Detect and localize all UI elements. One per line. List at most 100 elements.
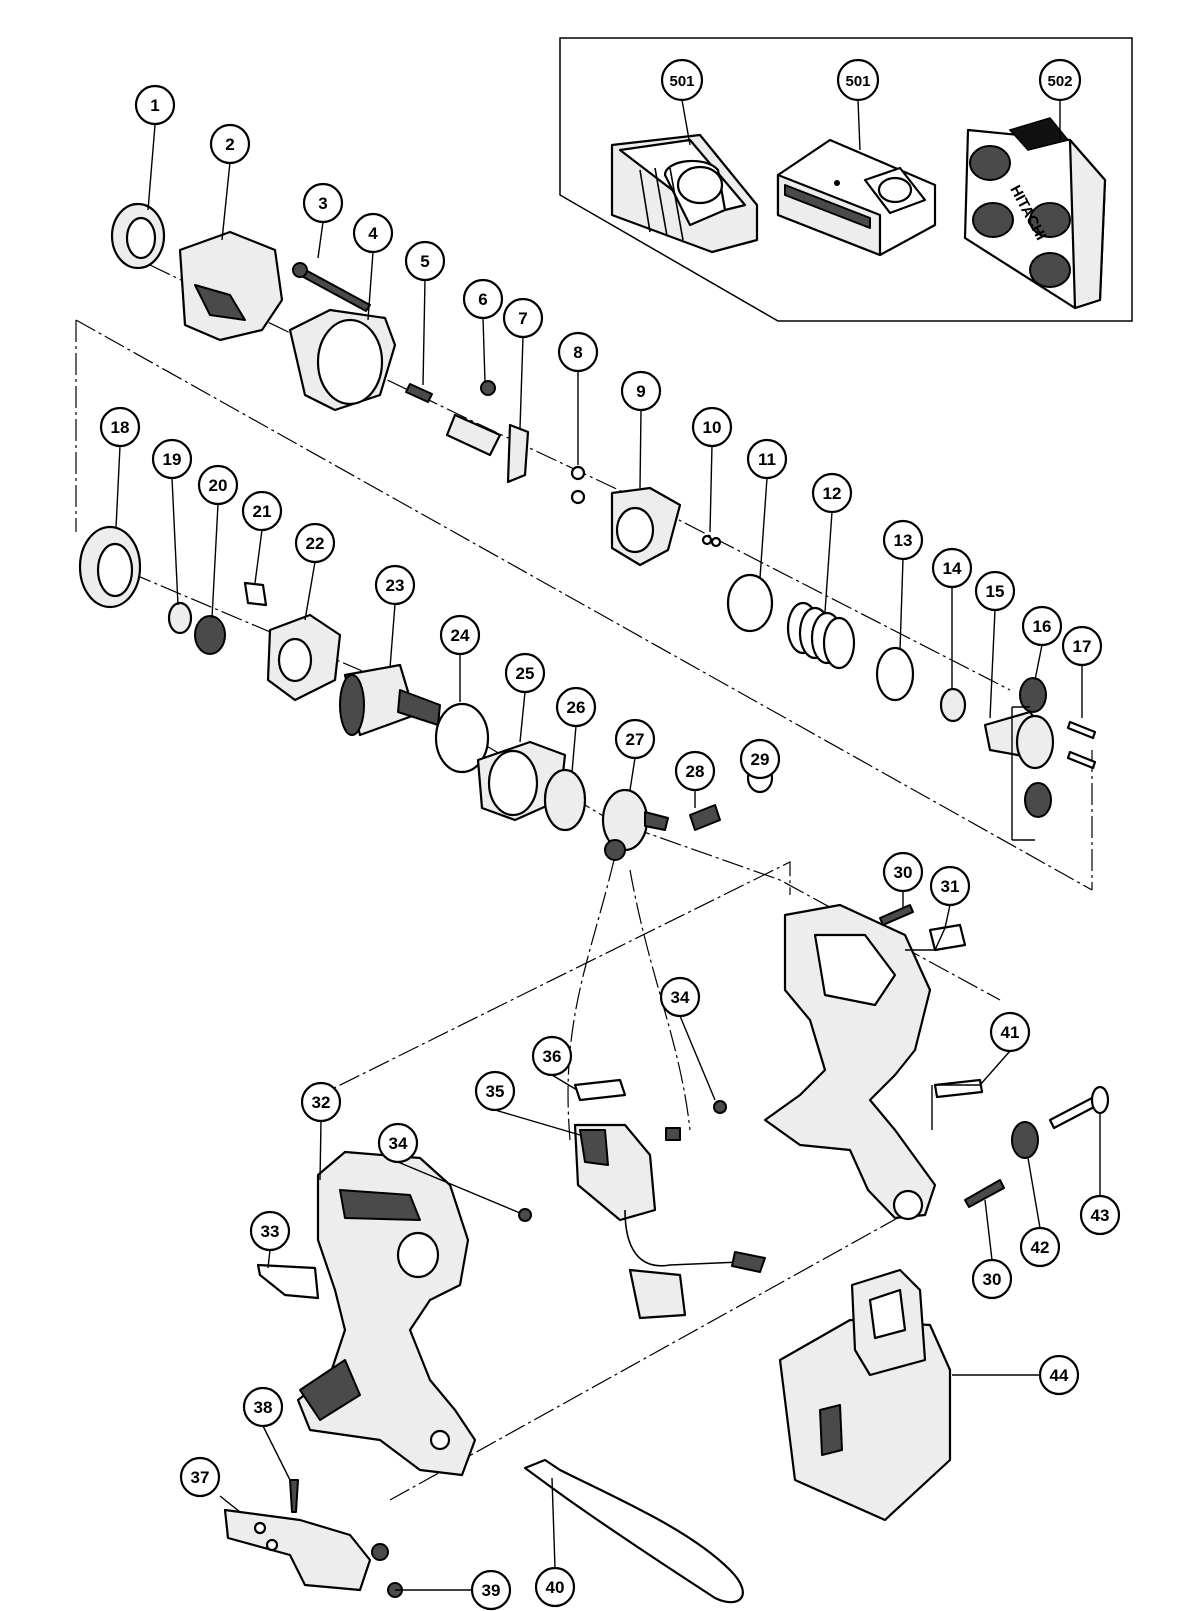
svg-text:8: 8 xyxy=(573,343,582,362)
callout-44: 44 xyxy=(1038,1354,1080,1396)
part-20-bearing xyxy=(194,615,226,655)
part-16-idle-gear-lower xyxy=(1024,782,1052,818)
part-10-ball-a xyxy=(701,534,713,546)
charger-501-left xyxy=(610,133,759,254)
part-16-idle-gear-upper xyxy=(1019,677,1047,713)
callout-6: 6 xyxy=(462,278,504,320)
callout-13: 13 xyxy=(882,519,924,561)
switch-terminal xyxy=(665,1127,681,1141)
part-27-brush-holder xyxy=(601,788,669,861)
svg-text:28: 28 xyxy=(686,762,705,781)
svg-text:33: 33 xyxy=(261,1222,280,1241)
callout-16: 16 xyxy=(1021,605,1063,647)
callout-24: 24 xyxy=(439,614,481,656)
svg-text:34: 34 xyxy=(671,988,690,1007)
part-42-knob xyxy=(1011,1121,1039,1159)
svg-text:502: 502 xyxy=(1047,73,1072,90)
part-43-bolt xyxy=(1048,1096,1098,1130)
svg-text:7: 7 xyxy=(518,309,527,328)
part-1-nose-ring xyxy=(110,202,166,270)
svg-text:6: 6 xyxy=(478,290,487,309)
leader-lines xyxy=(115,99,1101,1591)
svg-text:501: 501 xyxy=(669,73,694,90)
part-10-ball-b xyxy=(710,536,722,548)
part-4-hammer-case xyxy=(288,308,397,412)
callout-34-lower: 34 xyxy=(377,1122,419,1164)
callout-9: 9 xyxy=(620,370,662,412)
part-15-spindle xyxy=(983,710,1055,770)
callout-12: 12 xyxy=(811,472,853,514)
callout-33: 33 xyxy=(249,1210,291,1252)
svg-text:37: 37 xyxy=(191,1468,210,1487)
part-22-gear-case xyxy=(266,613,342,702)
svg-text:17: 17 xyxy=(1073,637,1092,656)
callout-43: 43 xyxy=(1079,1194,1121,1236)
callout-42: 42 xyxy=(1019,1226,1061,1268)
svg-text:23: 23 xyxy=(386,576,405,595)
part-12-spring xyxy=(786,601,856,670)
svg-text:20: 20 xyxy=(209,476,228,495)
callout-3: 3 xyxy=(302,182,344,224)
svg-text:13: 13 xyxy=(894,531,913,550)
svg-text:15: 15 xyxy=(986,582,1005,601)
svg-text:35: 35 xyxy=(486,1082,505,1101)
callout-2: 2 xyxy=(209,123,251,165)
svg-text:11: 11 xyxy=(758,450,776,469)
svg-text:22: 22 xyxy=(306,534,325,553)
svg-text:32: 32 xyxy=(312,1093,331,1112)
callout-26: 26 xyxy=(555,686,597,728)
part-11-washer xyxy=(726,573,774,633)
callout-29: 29 xyxy=(739,738,781,780)
part-37-hook xyxy=(223,1508,389,1592)
svg-text:30: 30 xyxy=(983,1270,1002,1289)
part-2-front-cover xyxy=(178,230,284,342)
svg-text:14: 14 xyxy=(943,559,962,578)
callout-27: 27 xyxy=(614,718,656,760)
part-43-bolt-head xyxy=(1090,1085,1110,1115)
svg-text:44: 44 xyxy=(1050,1366,1069,1385)
part-26-fan-guide xyxy=(543,768,587,832)
callout-20: 20 xyxy=(197,464,239,506)
svg-text:2: 2 xyxy=(225,135,234,154)
callout-30-upper: 30 xyxy=(882,851,924,893)
part-14-ring xyxy=(939,687,967,723)
callout-17: 17 xyxy=(1061,625,1103,667)
part-38-screw xyxy=(289,1479,299,1513)
callout-28: 28 xyxy=(674,750,716,792)
svg-text:29: 29 xyxy=(751,750,770,769)
part-8-steel-ball-b xyxy=(570,489,586,505)
svg-text:4: 4 xyxy=(368,224,378,243)
svg-text:42: 42 xyxy=(1031,1238,1050,1257)
svg-text:21: 21 xyxy=(253,502,272,521)
part-30-screw-lower xyxy=(964,1179,1005,1208)
charger-501-right xyxy=(776,138,937,257)
callout-38: 38 xyxy=(242,1386,284,1428)
svg-text:9: 9 xyxy=(636,382,645,401)
part-19-washer xyxy=(167,601,193,635)
svg-text:38: 38 xyxy=(254,1398,273,1417)
axis-frame-diag xyxy=(75,319,1093,891)
housing-b-right xyxy=(763,903,937,1221)
svg-text:3: 3 xyxy=(318,194,327,213)
svg-text:19: 19 xyxy=(163,450,182,469)
part-28-carbon-brush xyxy=(689,804,721,831)
part-23-armature xyxy=(339,663,441,737)
part-13-washer xyxy=(875,646,915,702)
callout-30-lower: 30 xyxy=(971,1258,1013,1300)
svg-text:1: 1 xyxy=(150,96,159,115)
svg-text:25: 25 xyxy=(516,664,535,683)
svg-text:34: 34 xyxy=(389,1134,408,1153)
part-40-strap xyxy=(523,1458,744,1604)
part-24-washer xyxy=(434,702,490,774)
svg-text:27: 27 xyxy=(626,730,645,749)
part-25-stator xyxy=(476,740,567,822)
accessory-inset-frame xyxy=(559,37,1133,322)
svg-text:36: 36 xyxy=(543,1047,562,1066)
svg-text:501: 501 xyxy=(845,73,870,90)
part-30-screw-upper xyxy=(879,904,914,926)
housing-a-left xyxy=(296,1150,477,1477)
part-36-plate xyxy=(573,1078,627,1102)
part-17-needle-upper xyxy=(1066,720,1097,740)
carry-case-502: HITACHI xyxy=(963,117,1107,310)
callout-40: 40 xyxy=(534,1566,576,1608)
